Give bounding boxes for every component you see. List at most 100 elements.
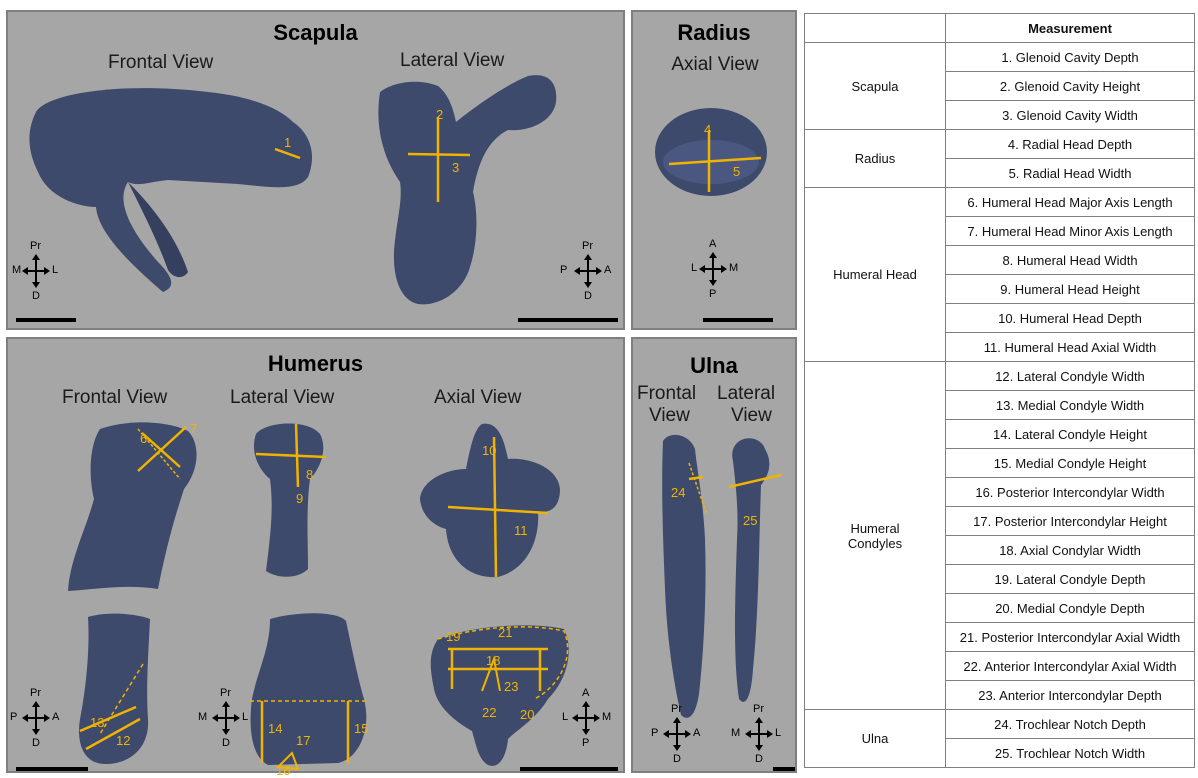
table-measurement-cell: 24. Trochlear Notch Depth	[946, 710, 1195, 739]
table-group-cell: Humeral Condyles	[805, 362, 946, 710]
compass-left: P	[560, 264, 567, 276]
table-measurement-cell: 6. Humeral Head Major Axis Length	[946, 188, 1195, 217]
scale-bar	[16, 318, 76, 322]
table-measurement-cell: 8. Humeral Head Width	[946, 246, 1195, 275]
table-measurement-cell: 22. Anterior Intercondylar Axial Width	[946, 652, 1195, 681]
compass-right: M	[729, 262, 738, 274]
annotation-24: 24	[671, 485, 685, 500]
compass-left: M	[198, 711, 207, 723]
annotation-4: 4	[704, 122, 711, 137]
table-row: Humeral Condyles12. Lateral Condyle Widt…	[805, 362, 1195, 391]
annotation-9: 9	[296, 491, 303, 506]
compass-left: P	[10, 711, 17, 723]
scale-bar	[703, 318, 773, 322]
compass-down: D	[222, 737, 230, 749]
compass-up: Pr	[30, 687, 41, 699]
table-measurement-cell: 7. Humeral Head Minor Axis Length	[946, 217, 1195, 246]
annotation-17: 17	[296, 733, 310, 748]
annotation-23: 23	[504, 679, 518, 694]
scale-bar	[773, 767, 795, 771]
table-measurement-cell: 11. Humeral Head Axial Width	[946, 333, 1195, 362]
compass-right: L	[52, 264, 58, 276]
ulna-bone-images	[633, 339, 795, 771]
annotation-10: 10	[482, 443, 496, 458]
compass-down: D	[584, 290, 592, 302]
compass-arrows-icon	[204, 693, 244, 743]
ulna-lateral-compass: Pr D M L	[737, 709, 777, 759]
annotation-5: 5	[733, 164, 740, 179]
compass-arrows-icon	[14, 693, 54, 743]
scapula-panel: Scapula Frontal View Lateral View 1 2 3 …	[6, 10, 625, 330]
table-measurement-cell: 12. Lateral Condyle Width	[946, 362, 1195, 391]
table-measurement-cell: 3. Glenoid Cavity Width	[946, 101, 1195, 130]
compass-down: D	[755, 753, 763, 765]
humerus-frontal-compass: Pr D P A	[14, 693, 54, 743]
table-measurement-cell: 17. Posterior Intercondylar Height	[946, 507, 1195, 536]
compass-down: D	[32, 737, 40, 749]
table-measurement-cell: 10. Humeral Head Depth	[946, 304, 1195, 333]
annotation-3: 3	[452, 160, 459, 175]
table-row: Ulna24. Trochlear Notch Depth	[805, 710, 1195, 739]
compass-up: Pr	[582, 240, 593, 252]
table-measurement-cell: 1. Glenoid Cavity Depth	[946, 43, 1195, 72]
compass-up: Pr	[30, 240, 41, 252]
table-measurement-cell: 19. Lateral Condyle Depth	[946, 565, 1195, 594]
table-group-cell: Humeral Head	[805, 188, 946, 362]
annotation-14: 14	[268, 721, 282, 736]
ulna-panel: Ulna Frontal View Lateral View 24 25 Pr …	[631, 337, 797, 773]
compass-left: L	[562, 711, 568, 723]
table-measurement-cell: 2. Glenoid Cavity Height	[946, 72, 1195, 101]
table-measurement-cell: 21. Posterior Intercondylar Axial Width	[946, 623, 1195, 652]
annotation-25: 25	[743, 513, 757, 528]
table-row: Humeral Head6. Humeral Head Major Axis L…	[805, 188, 1195, 217]
table-group-cell: Scapula	[805, 43, 946, 130]
ulna-frontal-compass: Pr D P A	[655, 709, 695, 759]
compass-right: A	[693, 727, 700, 739]
compass-right: A	[52, 711, 59, 723]
scapula-lateral-compass: Pr D P A	[566, 246, 606, 296]
scale-bar	[518, 318, 618, 322]
annotation-1: 1	[284, 135, 291, 150]
compass-arrows-icon	[566, 246, 606, 296]
annotation-15: 15	[354, 721, 368, 736]
table-measurement-cell: 9. Humeral Head Height	[946, 275, 1195, 304]
table-measurement-cell: 5. Radial Head Width	[946, 159, 1195, 188]
compass-arrows-icon	[564, 693, 604, 743]
compass-right: A	[604, 264, 611, 276]
compass-down: D	[673, 753, 681, 765]
table-measurement-cell: 4. Radial Head Depth	[946, 130, 1195, 159]
compass-left: L	[691, 262, 697, 274]
annotation-11: 11	[514, 523, 528, 538]
compass-down: P	[582, 737, 589, 749]
scapula-frontal-compass: Pr D M L	[14, 246, 54, 296]
compass-up: Pr	[671, 703, 682, 715]
table-header-row: Measurement	[805, 14, 1195, 43]
table-header-measurement: Measurement	[946, 14, 1195, 43]
scapula-bone-images	[8, 12, 623, 328]
compass-up: A	[709, 238, 716, 250]
compass-arrows-icon	[655, 709, 695, 759]
table-measurement-cell: 25. Trochlear Notch Width	[946, 739, 1195, 768]
annotation-19: 19	[446, 629, 460, 644]
annotation-12: 12	[116, 733, 130, 748]
table-measurement-cell: 23. Anterior Intercondylar Depth	[946, 681, 1195, 710]
compass-right: L	[242, 711, 248, 723]
compass-arrows-icon	[737, 709, 777, 759]
annotation-21: 21	[498, 625, 512, 640]
compass-left: M	[12, 264, 21, 276]
compass-up: A	[582, 687, 589, 699]
compass-right: M	[602, 711, 611, 723]
compass-left: P	[651, 727, 658, 739]
table-measurement-cell: 13. Medial Condyle Width	[946, 391, 1195, 420]
compass-down: P	[709, 288, 716, 300]
table-measurement-cell: 15. Medial Condyle Height	[946, 449, 1195, 478]
table-measurement-cell: 14. Lateral Condyle Height	[946, 420, 1195, 449]
scale-bar	[16, 767, 88, 771]
annotation-6: 6	[140, 431, 147, 446]
annotation-13: 13	[90, 715, 104, 730]
compass-up: Pr	[753, 703, 764, 715]
compass-right: L	[775, 727, 781, 739]
annotation-20: 20	[520, 707, 534, 722]
annotation-7: 7	[190, 421, 197, 436]
